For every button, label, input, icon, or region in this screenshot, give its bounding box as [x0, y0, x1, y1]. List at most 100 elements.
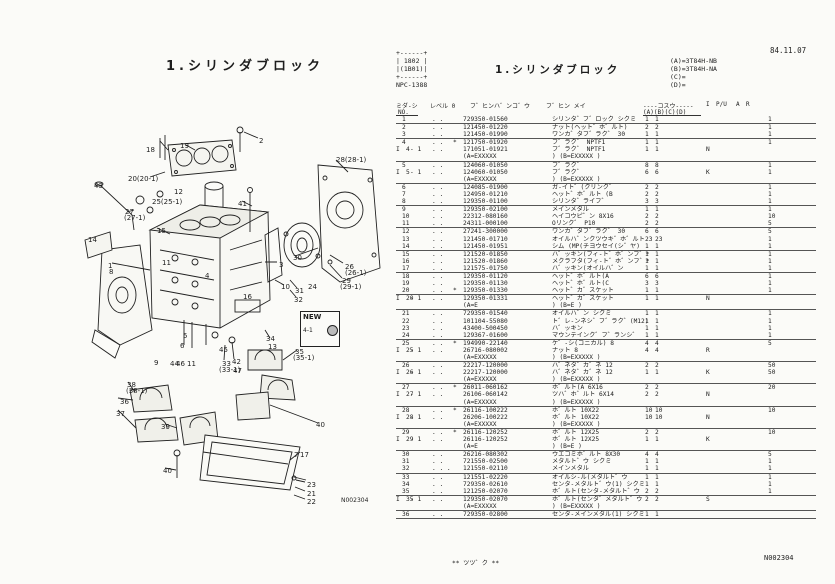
cell-b: 3: [655, 280, 659, 288]
cell-pn: 129350-01100: [463, 198, 508, 206]
cell-b: 1: [655, 480, 659, 488]
cell-no: 28: [406, 413, 414, 421]
cell-no: 14: [402, 242, 410, 250]
cell-name: ト゛レ-ンネシ゛フ゛ラク゛(M12): [552, 317, 649, 325]
cell-name: フ゛ラク゛: [552, 161, 583, 169]
cell-dot: . .: [432, 295, 444, 303]
cell-no: 35: [402, 487, 410, 495]
header-no: NO.: [398, 109, 409, 116]
cell-lvl: - 1: [410, 346, 422, 354]
table-row: (A=EXXXXX) (B=EXXXXX ): [396, 503, 816, 511]
callout-label: 28(28-1): [336, 156, 367, 164]
cell-pn: 121450-01710: [463, 235, 508, 243]
cell-star: *: [453, 384, 457, 392]
cell-dot: . .: [432, 384, 444, 392]
cell-pn: 22312-080160: [463, 213, 508, 221]
header-divider: [643, 115, 701, 116]
cell-b: 4: [655, 451, 659, 459]
cell-a: 8: [645, 161, 649, 169]
cell-no: 23: [402, 324, 410, 332]
cell-i: I: [396, 369, 400, 377]
cell-pn: 121550-02110: [463, 465, 508, 473]
cell-dot: . .: [432, 280, 444, 288]
cell-dot: . .: [432, 228, 444, 236]
cell-dot: . .: [432, 257, 444, 265]
cell-b: 1: [655, 317, 659, 325]
callout-label: 5: [183, 332, 188, 340]
cell-a: 3: [645, 198, 649, 206]
cell-pn: 101104-55080: [463, 317, 508, 325]
diagram-title: 1.シリンダブロック: [166, 59, 324, 74]
cell-last: 10: [768, 213, 776, 221]
cell-b: 4: [655, 339, 659, 347]
cell-pu: N: [706, 295, 710, 303]
cell-last: 10: [768, 428, 776, 436]
cell-no: 11: [402, 220, 410, 228]
cell-name: ホ゛ルト(センタ-メタルト゛ウ: [552, 487, 640, 495]
model-code: (A)=3T84H-NB: [670, 57, 717, 65]
cell-b: 3: [655, 198, 659, 206]
cell-b: 1: [655, 310, 659, 318]
cell-lvl: - 1: [410, 168, 422, 176]
cell-name: メクラフタ(フィ-ト゛ホ゛ンフ゛*: [552, 257, 650, 265]
cell-name: オイルハ゛ンクツウキ゛ホ゛ルト: [552, 235, 645, 243]
cell-dot: . .: [432, 242, 444, 250]
cell-dot: . .: [432, 131, 444, 139]
cell-pn: 121575-01750: [463, 264, 508, 272]
cell-dot: . .: [432, 213, 444, 221]
page-box: +------+ | 1802 | |(1B01)| +------+ NPC-…: [396, 49, 427, 89]
cell-a: 2: [645, 362, 649, 370]
cell-name: ハ゛ネタ゛カ゛ネ 12: [552, 362, 613, 370]
cell-lvl: - 1: [410, 146, 422, 154]
callout-label: 4: [205, 272, 210, 280]
cell-name: ホ゛ルト 12X25: [552, 436, 600, 444]
cell-b: 1: [655, 242, 659, 250]
cell-pn: 129350-01331: [463, 295, 508, 303]
cell-name: メインメタル: [552, 465, 589, 473]
cell-a: 1: [645, 116, 649, 123]
cell-no: 16: [402, 257, 410, 265]
cell-pn: 194990-22140: [463, 339, 508, 347]
cell-a: 2: [645, 220, 649, 228]
cell-no: 18: [402, 272, 410, 280]
callout-label: 2: [259, 137, 264, 145]
cell-pu: K: [706, 168, 710, 176]
new-part-icon: [327, 325, 338, 336]
cell-name: ホ゛ルト(センタ゛メタルト゛ウ: [552, 495, 643, 503]
cell-dot: . . .: [432, 465, 451, 473]
callout-label: 27: [125, 208, 134, 216]
cell-b: 2: [655, 183, 659, 191]
table-row: (A=EXXXXX) (B=EXXXXX ): [396, 421, 816, 429]
cell-pn: 22217-120000: [463, 362, 508, 370]
page-date: 84.11.07: [770, 46, 807, 55]
callout-label: 36: [120, 398, 129, 406]
cell-pu: N: [706, 146, 710, 154]
cell-b: 1: [655, 116, 659, 123]
cell-no: 17: [402, 264, 410, 272]
cell-dot: . .: [432, 220, 444, 228]
cell-no: 35: [406, 495, 414, 503]
cell-pn: 26116-100222: [463, 406, 508, 414]
cell-name: Oリンク゛ P10: [552, 220, 596, 228]
cell-name: シリンタ゛フ゛ロック シクミ: [552, 116, 637, 123]
cell-i: I: [396, 436, 400, 444]
cell-name: ) (B=E ): [552, 443, 582, 451]
cell-a: 1: [645, 458, 649, 466]
cell-dot: . .: [432, 473, 444, 481]
cell-dot: . .: [432, 458, 444, 466]
callout-label: 19: [180, 142, 189, 150]
cell-last: 1: [768, 206, 772, 214]
cell-pn: 26716-080002: [463, 346, 508, 354]
callout-label: 40: [163, 467, 172, 475]
callout-label: 11: [162, 259, 171, 267]
cell-no: 24: [402, 331, 410, 339]
cell-b: 6: [655, 168, 659, 176]
cell-last: 1: [768, 331, 772, 339]
callout-label: 45: [219, 346, 228, 354]
callout-label: 12: [174, 188, 183, 196]
